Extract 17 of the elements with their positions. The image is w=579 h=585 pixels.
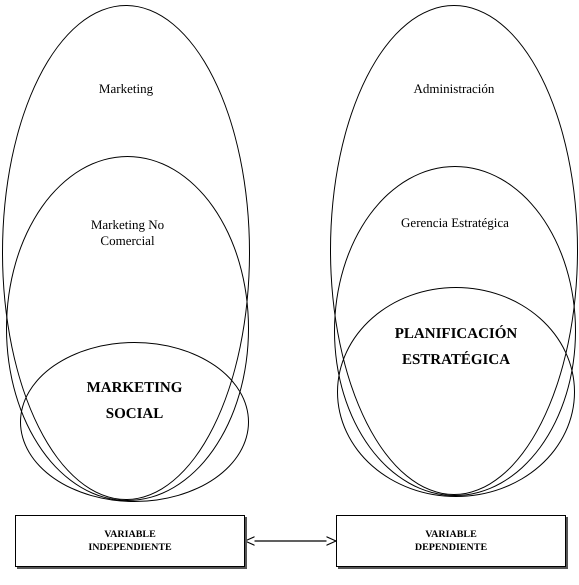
ellipse [20,342,249,502]
ellipse-label: Gerencia Estratégica [400,215,510,231]
variable-label: VARIABLE INDEPENDIENTE [87,528,173,554]
variable-label: VARIABLE DEPENDIENTE [414,528,488,554]
ellipse [2,5,250,500]
ellipse [330,5,578,495]
variable-box [15,515,245,567]
ellipse-label: Administración [412,81,496,97]
ellipse [334,166,576,496]
ellipse-label: Marketing [98,81,154,97]
variable-box [336,515,566,567]
ellipse-label: PLANIFICACIÓN ESTRATÉGICA [394,324,518,370]
ellipse-label: MARKETING SOCIAL [86,379,184,424]
double-arrow [244,536,337,546]
ellipse [6,156,249,501]
ellipse-label: Marketing No Comercial [90,217,166,249]
ellipse [337,287,575,497]
